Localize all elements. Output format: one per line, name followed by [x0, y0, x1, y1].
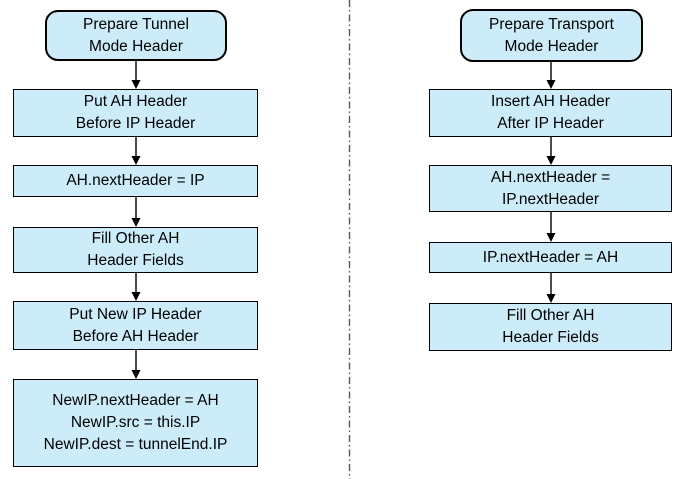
- node-fill-other-ah-header-fields-tunnel: Fill Other AH Header Fields: [13, 227, 258, 273]
- arrowhead-icon: [131, 370, 141, 379]
- tunnel-flow-arrows: [131, 61, 141, 379]
- node-fill-other-ah-header-fields-transport: Fill Other AH Header Fields: [429, 303, 672, 351]
- arrowhead-icon: [546, 233, 556, 242]
- node-insert-ah-header-after-ip-header: Insert AH Header After IP Header: [429, 89, 672, 137]
- node-put-new-ip-header-before-ah-header: Put New IP Header Before AH Header: [13, 301, 258, 350]
- node-prepare-tunnel-mode-header: Prepare Tunnel Mode Header: [45, 10, 227, 61]
- node-ip-nextheader-eq-ah: IP.nextHeader = AH: [429, 242, 672, 273]
- arrowhead-icon: [546, 294, 556, 303]
- node-prepare-transport-mode-header: Prepare Transport Mode Header: [460, 9, 643, 62]
- node-put-ah-header-before-ip-header: Put AH Header Before IP Header: [13, 89, 258, 137]
- arrowhead-icon: [131, 80, 141, 89]
- arrowhead-icon: [546, 156, 556, 165]
- transport-flow-arrows: [546, 62, 556, 303]
- node-newip-assignments: NewIP.nextHeader = AH NewIP.src = this.I…: [13, 379, 258, 467]
- node-ah-nextheader-eq-ip-nextheader: AH.nextHeader = IP.nextHeader: [429, 165, 672, 212]
- arrowhead-icon: [546, 80, 556, 89]
- arrowhead-icon: [131, 218, 141, 227]
- arrowhead-icon: [131, 292, 141, 301]
- node-ah-nextheader-eq-ip: AH.nextHeader = IP: [13, 165, 258, 197]
- arrowhead-icon: [131, 156, 141, 165]
